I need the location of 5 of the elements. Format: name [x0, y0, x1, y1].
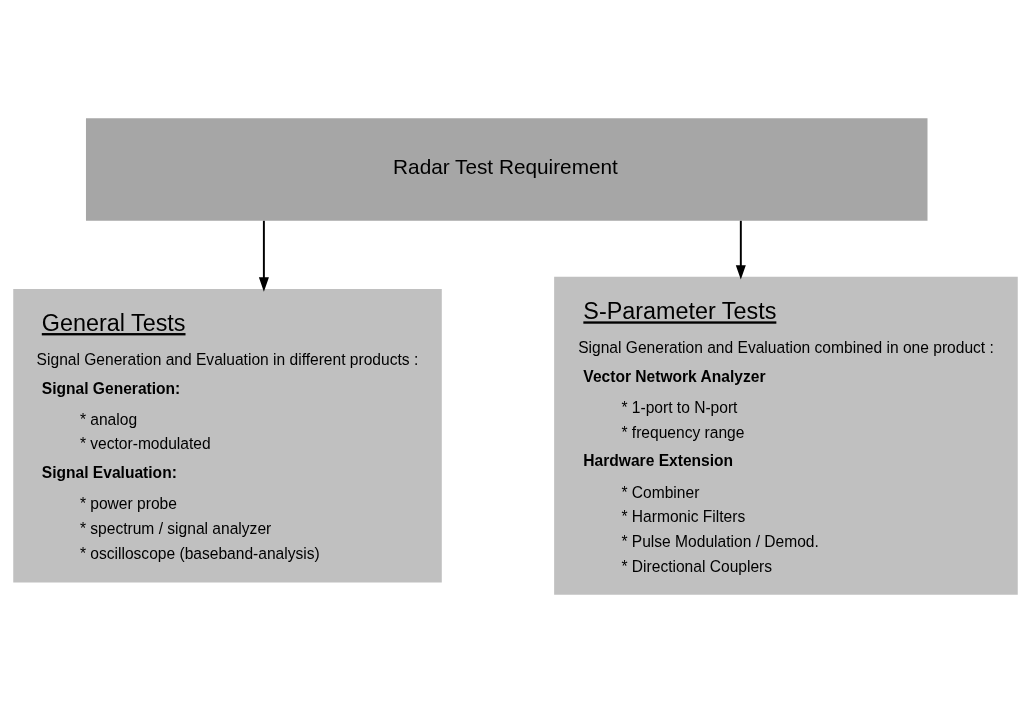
node-box: Radar Test Requirement [85, 117, 928, 221]
arrow [258, 219, 269, 292]
node-box: S-Parameter Tests Signal Generation and Evaluation combined in one product : Vector Network Analyzer * 1-port to N-port * frequency range Hardware Extension * Combiner * Harmonic Filters * Pulse Modulation / Demod. * Directional Couplers [554, 276, 1018, 595]
arrow [735, 219, 746, 279]
node-box: General Tests Signal Generation and Evaluation in different products : Signal Generation: * analog * vector-modulated Signal Evaluation: * power probe * spectrum / signal analyzer * oscilloscope (baseband-analysis) [13, 288, 442, 582]
